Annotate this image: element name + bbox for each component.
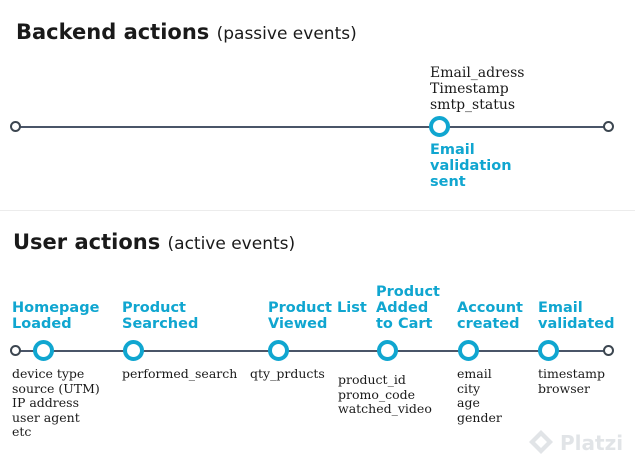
prop: email <box>457 366 492 381</box>
label-line: validation <box>430 158 512 174</box>
timeline-end-dot <box>603 345 614 356</box>
label-line: Product List <box>268 300 367 316</box>
label-line: Account <box>457 300 523 316</box>
event-props-homepage-loaded: device type source (UTM) IP address user… <box>12 366 100 440</box>
label-line: validated <box>538 316 615 332</box>
label-line: Searched <box>122 316 199 332</box>
label-line: to Cart <box>376 316 433 332</box>
prop: age <box>457 395 480 410</box>
event-label-product-list-viewed: Product List Viewed <box>268 300 367 332</box>
prop: source (UTM) <box>12 380 100 396</box>
timeline-start-dot <box>10 121 21 132</box>
prop: qty_prducts <box>250 366 325 381</box>
prop: user agent <box>12 409 80 425</box>
prop: timestamp <box>538 366 606 381</box>
event-node-email-validated <box>538 340 559 361</box>
platzi-watermark-text: Platzi <box>560 431 624 455</box>
prop: smtp_status <box>430 97 516 113</box>
backend-event-node <box>429 116 450 137</box>
backend-timeline <box>18 126 606 128</box>
event-props-email-validated: timestamp browser <box>538 366 606 396</box>
section-divider <box>0 210 635 211</box>
label-line: Product <box>122 300 186 316</box>
timeline-start-dot <box>10 345 21 356</box>
backend-section-title: Backend actions (passive events) <box>16 20 357 44</box>
event-props-product-searched: performed_search <box>122 366 238 382</box>
event-label-product-searched: Product Searched <box>122 300 198 332</box>
label-line: Homepage <box>12 300 100 316</box>
label-line: Email <box>538 300 583 316</box>
event-label-account-created: Account created <box>457 300 523 332</box>
event-node-product-added-to-cart <box>377 340 398 361</box>
prop: etc <box>12 424 32 439</box>
event-props-product-added-to-cart: product_id promo_code watched_video <box>338 372 432 417</box>
prop: IP address <box>12 395 79 410</box>
event-props-account-created: email city age gender <box>457 366 502 425</box>
user-subtitle: (active events) <box>167 234 296 254</box>
label-line: Added <box>376 300 429 316</box>
backend-event-props: Email_adress Timestamp smtp_status <box>430 65 524 113</box>
event-label-product-added-to-cart: Product Added to Cart <box>376 284 440 332</box>
label-line: Loaded <box>12 316 72 332</box>
prop: watched_video <box>338 401 432 416</box>
label-line: created <box>457 316 520 332</box>
label-line: sent <box>430 174 466 190</box>
backend-subtitle: (passive events) <box>216 24 357 44</box>
prop: Email_adress <box>430 65 525 81</box>
label-line: Email <box>430 142 475 158</box>
event-node-product-list-viewed <box>268 340 289 361</box>
event-node-product-searched <box>123 340 144 361</box>
platzi-logo-icon <box>527 428 555 461</box>
prop: gender <box>457 409 502 425</box>
event-props-product-list-viewed: qty_prducts <box>250 366 325 382</box>
prop: promo_code <box>338 386 416 402</box>
event-label-homepage-loaded: Homepage Loaded <box>12 300 99 332</box>
user-timeline <box>18 350 606 352</box>
prop: performed_search <box>122 366 238 381</box>
prop: browser <box>538 380 590 396</box>
user-section-title: User actions (active events) <box>13 230 295 254</box>
label-line: Product <box>376 284 440 300</box>
prop: product_id <box>338 372 406 387</box>
prop: device type <box>12 366 85 381</box>
prop: Timestamp <box>430 81 509 97</box>
event-label-email-validated: Email validated <box>538 300 615 332</box>
prop: city <box>457 380 481 396</box>
backend-title: Backend actions <box>16 20 210 44</box>
event-node-homepage-loaded <box>33 340 54 361</box>
timeline-end-dot <box>603 121 614 132</box>
backend-event-label: Email validation sent <box>430 142 512 190</box>
event-node-account-created <box>458 340 479 361</box>
user-title: User actions <box>13 230 161 254</box>
label-line: Viewed <box>268 316 328 332</box>
